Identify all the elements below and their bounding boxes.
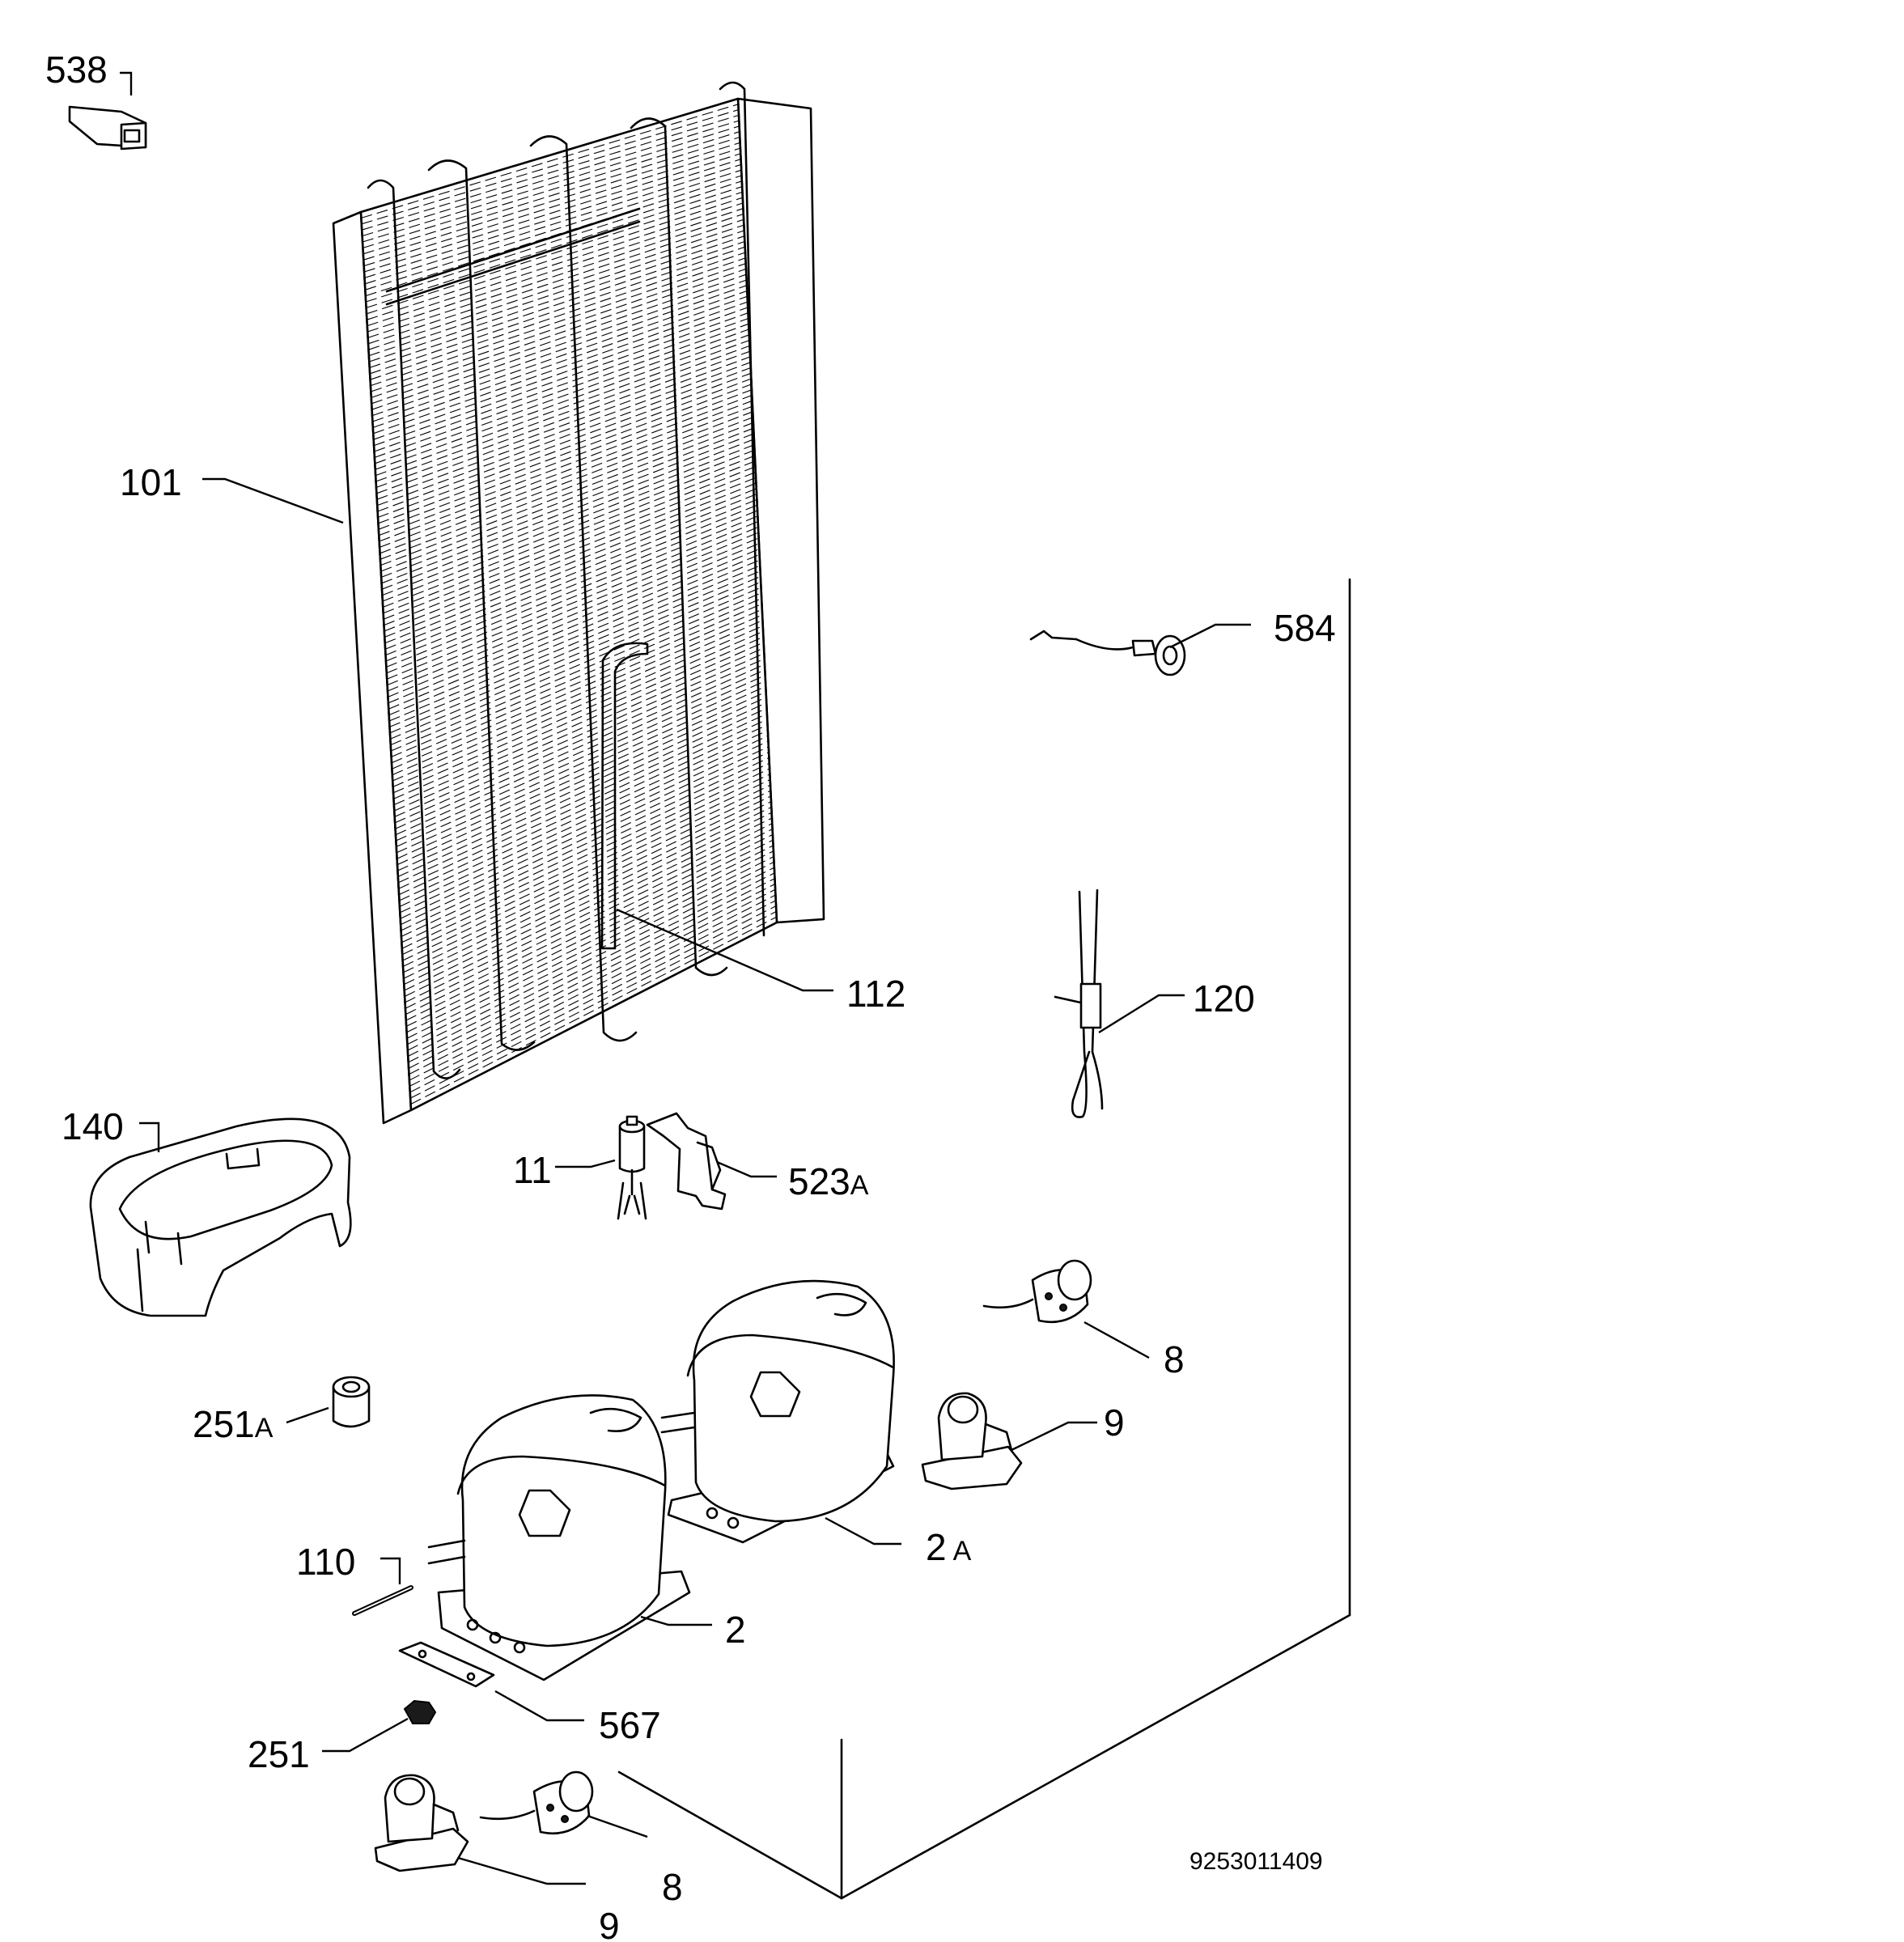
callout-2[interactable]: 2 (725, 1609, 746, 1651)
callout-120[interactable]: 120 (1193, 977, 1255, 1020)
part-251-nut[interactable] (403, 1699, 437, 1724)
condenser-tubes (367, 81, 765, 1079)
part-110-pins[interactable] (352, 1585, 413, 1616)
part-11-relay[interactable] (617, 1115, 647, 1220)
cabinet-outline (617, 578, 1351, 1900)
leader-lines (120, 71, 1251, 1885)
part-101-condenser[interactable] (332, 81, 825, 1125)
callout-251[interactable]: 251 (248, 1733, 310, 1775)
callout-8-lower[interactable]: 8 (662, 1866, 683, 1908)
drawing-number: 9253011409 (1189, 1848, 1323, 1875)
part-8-overload-upper[interactable] (982, 1259, 1092, 1324)
part-120-capillary[interactable] (1054, 888, 1104, 1118)
condenser-fins (361, 104, 777, 1105)
callout-9-lower[interactable]: 9 (599, 1905, 620, 1942)
callout-labels: 538 101 584 112 120 140 11 523A 8 9 251A… (45, 49, 1336, 1942)
callout-567[interactable]: 567 (599, 1704, 661, 1746)
callout-523A[interactable]: 523A (788, 1160, 869, 1202)
part-567-spacer-plate[interactable] (398, 1641, 495, 1688)
callout-251A[interactable]: 251A (193, 1403, 274, 1445)
part-2-compressor[interactable] (427, 1394, 691, 1681)
part-584-sensor[interactable] (1029, 630, 1186, 676)
callout-110[interactable]: 110 (296, 1541, 355, 1583)
part-140-drip-tray[interactable] (89, 1117, 352, 1317)
callout-140[interactable]: 140 (61, 1105, 124, 1147)
callout-9-upper[interactable]: 9 (1104, 1401, 1125, 1444)
part-8-overload-lower[interactable] (479, 1770, 594, 1835)
part-2A-compressor[interactable] (660, 1279, 895, 1544)
fin-hatching (361, 104, 777, 1105)
callout-538[interactable]: 538 (45, 49, 108, 91)
callout-11[interactable]: 11 (513, 1149, 552, 1191)
callout-101[interactable]: 101 (120, 461, 182, 503)
part-251A-grommet[interactable] (332, 1376, 371, 1428)
part-538-connector[interactable] (68, 105, 147, 151)
part-112-drier-coil[interactable] (600, 642, 649, 950)
callout-112[interactable]: 112 (846, 973, 905, 1015)
part-9-clamp-lower[interactable] (374, 1774, 469, 1872)
part-523A-bracket[interactable] (646, 1112, 727, 1211)
callout-8-upper[interactable]: 8 (1164, 1338, 1185, 1380)
part-9-clamp-upper[interactable] (921, 1392, 1023, 1490)
callout-584[interactable]: 584 (1274, 607, 1336, 649)
